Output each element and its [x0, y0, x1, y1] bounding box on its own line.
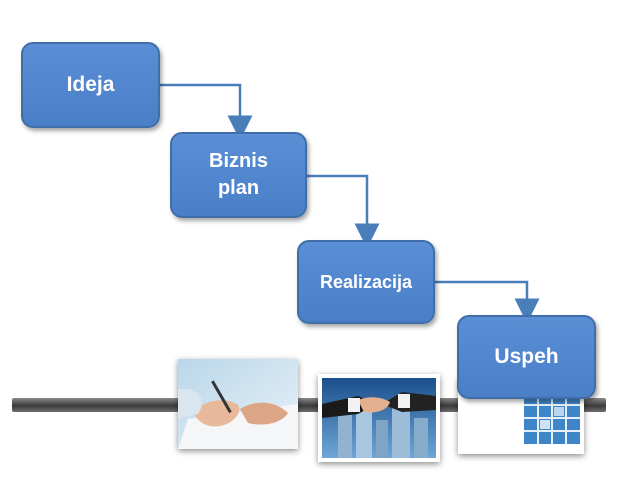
step-label: Realizacija [319, 271, 413, 292]
step-box-ideja: Ideja [21, 42, 160, 128]
signing-document-photo [178, 359, 298, 449]
handshake-photo [318, 374, 440, 462]
horizontal-divider-bar [12, 398, 606, 412]
step-label: Ideja [66, 72, 115, 96]
connector-ideja-biznis-plan [160, 83, 253, 141]
step-label: Biznis plan [209, 150, 268, 199]
step-box-uspeh: Uspeh [457, 315, 596, 399]
connector-realizacija-uspeh [435, 280, 540, 324]
step-label: Uspeh [494, 344, 559, 368]
connector-biznis-plan-realizacija [307, 174, 380, 249]
step-box-biznis-plan: Biznis plan [170, 132, 307, 218]
step-box-realizacija: Realizacija [297, 240, 435, 324]
